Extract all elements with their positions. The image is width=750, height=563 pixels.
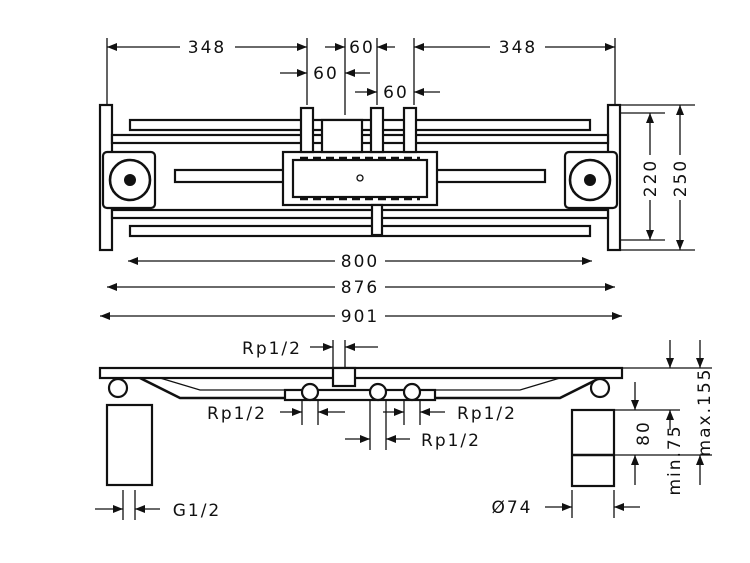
frame [98,103,622,252]
label-right-outlet: Rp1/2 [457,404,517,424]
label-leg-height: 80 [634,420,654,446]
label-lower-outlet: Rp1/2 [421,431,481,451]
dim-inner-length: 800 [341,252,379,272]
dim-right-width: 348 [499,38,537,58]
dim-mid-length: 876 [341,278,379,298]
side-body [98,366,624,488]
dim-center-gap: 60 [349,38,375,58]
dim-right-offset: 60 [383,83,409,103]
label-top-outlet: Rp1/2 [242,339,302,359]
dim-inner-height: 220 [641,159,661,197]
label-min-height: min.75 [665,424,685,495]
label-leg-thread: G1/2 [173,501,222,521]
label-max-height: max.155 [695,368,715,457]
dim-left-width: 348 [188,38,226,58]
side-dimension-lines [95,340,712,520]
dimension-lines [100,43,684,320]
dim-overall-length: 901 [341,307,379,327]
side-view: Rp1/2 Rp1/2 Rp1/2 Rp1/2 G1/2 Ø74 80 min.… [95,339,715,521]
dim-left-offset: 60 [313,64,339,84]
label-left-outlet: Rp1/2 [207,404,267,424]
label-leg-diameter: Ø74 [491,498,532,518]
top-view: 348 60 348 60 60 800 876 901 220 250 [98,38,695,327]
dim-overall-height: 250 [671,159,691,197]
